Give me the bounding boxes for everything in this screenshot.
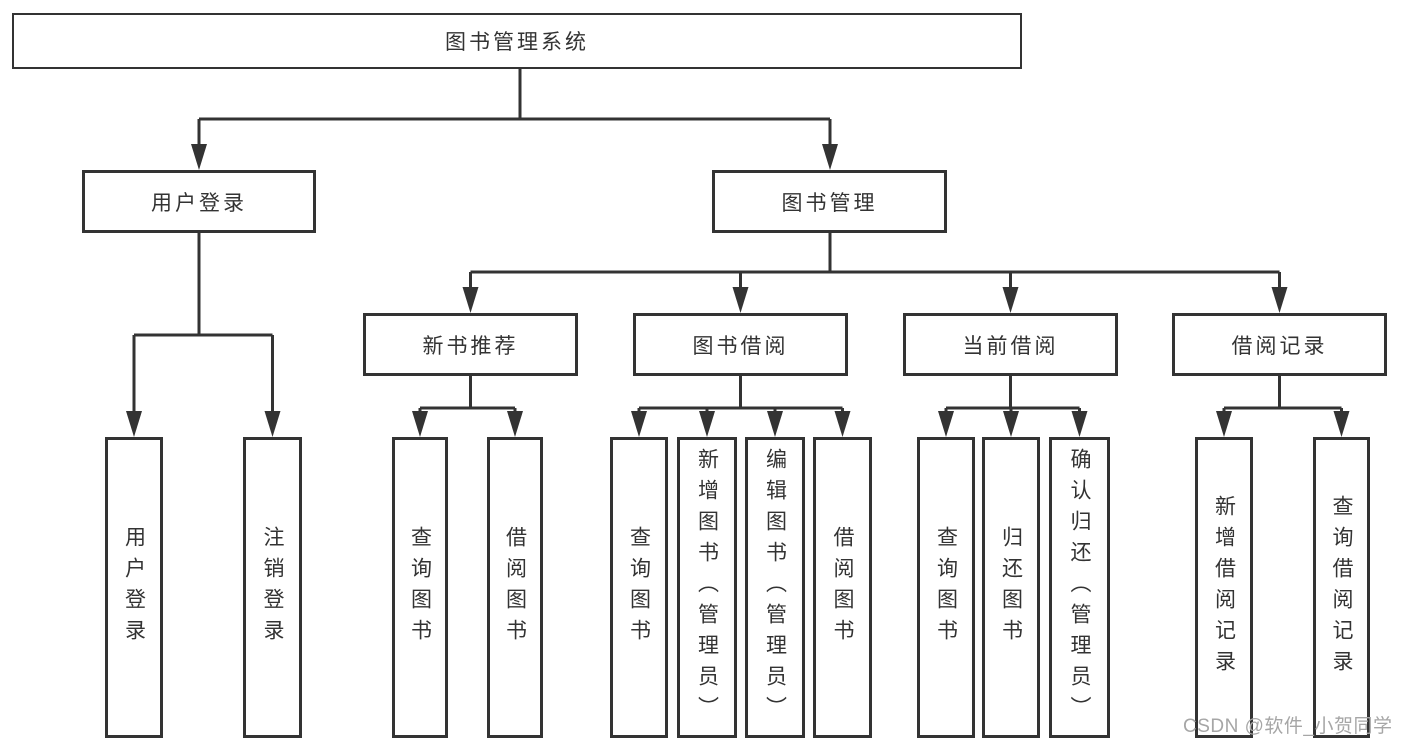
node-library-management-system: 图书管理系统	[12, 13, 1022, 69]
leaf-add-book-admin: 新增图书（管理员）	[677, 437, 737, 738]
leaf-borrow-book-1: 借阅图书	[487, 437, 543, 738]
leaf-borrow-book-2: 借阅图书	[813, 437, 872, 738]
node-current-borrow: 当前借阅	[903, 313, 1118, 376]
node-book-management: 图书管理	[712, 170, 947, 233]
arrowhead-icons	[126, 144, 1350, 437]
leaf-query-book-2: 查询图书	[610, 437, 668, 738]
leaf-return-book: 归还图书	[982, 437, 1040, 738]
leaf-edit-book-admin: 编辑图书（管理员）	[745, 437, 805, 738]
leaf-query-borrow-record: 查询借阅记录	[1313, 437, 1370, 738]
node-user-login: 用户登录	[82, 170, 316, 233]
leaf-query-book-3: 查询图书	[917, 437, 975, 738]
leaf-confirm-return-admin: 确认归还（管理员）	[1049, 437, 1110, 738]
leaf-add-borrow-record: 新增借阅记录	[1195, 437, 1253, 738]
leaf-user-login: 用户登录	[105, 437, 163, 738]
watermark: CSDN @软件_小贺同学	[1183, 716, 1393, 737]
leaf-logout: 注销登录	[243, 437, 302, 738]
leaf-query-book-1: 查询图书	[392, 437, 448, 738]
node-book-borrow: 图书借阅	[633, 313, 848, 376]
node-new-book-recommend: 新书推荐	[363, 313, 578, 376]
node-borrow-records: 借阅记录	[1172, 313, 1387, 376]
